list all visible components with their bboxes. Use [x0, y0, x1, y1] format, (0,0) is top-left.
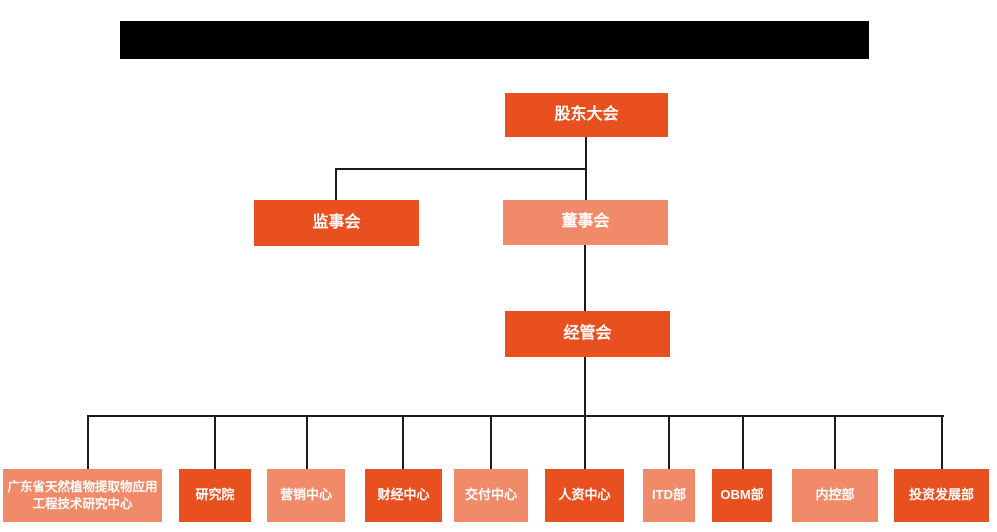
- org-node-delivery-center: 交付中心: [454, 469, 528, 522]
- connector-management-down: [584, 357, 586, 470]
- org-node-label: 内控部: [815, 487, 855, 503]
- connector-drop-investment-dev: [941, 415, 943, 470]
- org-node-label: 董事会: [561, 213, 610, 231]
- org-node-label: OBM部: [720, 487, 764, 503]
- connector-drop-marketing-center: [306, 415, 308, 470]
- org-node-label: 营销中心: [279, 487, 332, 503]
- connector-drop-research-institute: [214, 415, 216, 470]
- org-node-label: 股东大会: [554, 105, 619, 123]
- connector-board-to-management: [584, 245, 586, 311]
- org-node-label: 交付中心: [464, 487, 517, 503]
- org-node-label: 经管会: [563, 324, 612, 342]
- connector-distribution-horizontal: [87, 415, 944, 417]
- connector-drop-internal-control: [834, 415, 836, 470]
- org-node-label: 广东省天然植物提取物应用工程技术研究中心: [7, 480, 158, 511]
- org-node-label: 人资中心: [558, 487, 611, 503]
- org-node-label: 监事会: [312, 213, 361, 231]
- org-node-label: 投资发展部: [908, 487, 974, 503]
- redacted-title-bar: [120, 21, 869, 59]
- org-node-investment-dev-dept: 投资发展部: [894, 469, 989, 522]
- org-node-label: 财经中心: [377, 487, 430, 503]
- org-node-research-center: 广东省天然植物提取物应用工程技术研究中心: [3, 469, 162, 522]
- org-node-research-institute: 研究院: [179, 469, 251, 522]
- org-node-internal-control-dept: 内控部: [792, 469, 878, 522]
- org-node-shareholders-meeting: 股东大会: [505, 93, 668, 137]
- org-node-label: 研究院: [195, 487, 235, 503]
- org-node-hr-center: 人资中心: [545, 469, 624, 522]
- org-node-itd-department: ITD部: [643, 469, 695, 522]
- org-node-marketing-center: 营销中心: [267, 469, 345, 522]
- connector-drop-finance-center: [402, 415, 404, 470]
- org-node-management-committee: 经管会: [505, 311, 670, 357]
- connector-drop-research-center: [87, 415, 89, 470]
- connector-drop-delivery-center: [490, 415, 492, 470]
- connector-drop-obm-department: [742, 415, 744, 470]
- connector-supervisory-drop: [335, 168, 337, 200]
- connector-branch-horizontal: [335, 168, 587, 170]
- org-node-board-of-directors: 董事会: [503, 200, 668, 245]
- org-node-label: ITD部: [652, 487, 686, 503]
- org-node-supervisory-board: 监事会: [254, 200, 419, 246]
- connector-drop-itd-department: [668, 415, 670, 470]
- org-node-obm-department: OBM部: [712, 469, 772, 522]
- org-node-finance-center: 财经中心: [365, 469, 442, 522]
